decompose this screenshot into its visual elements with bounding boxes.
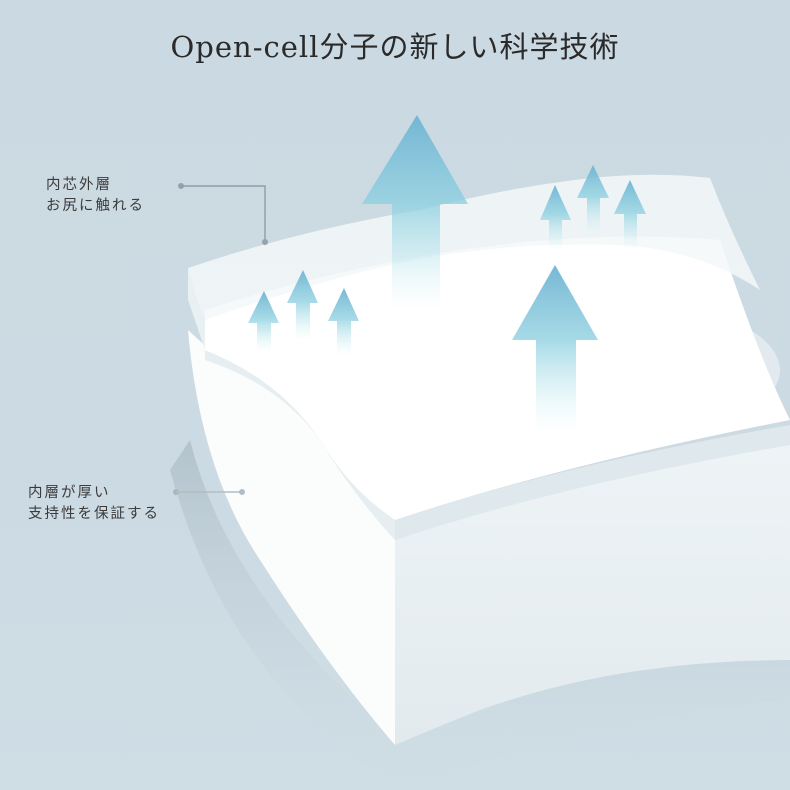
airflow-arrow-large-2	[512, 265, 598, 430]
callout-leader-inner-layer	[173, 489, 245, 495]
inner-layer-left-face	[188, 330, 395, 745]
callout-outer-layer: 内芯外層 お尻に触れる	[46, 175, 145, 217]
callout-outer-layer-line2: お尻に触れる	[46, 198, 145, 214]
callout-leader-outer-layer	[178, 183, 268, 245]
callout-outer-layer-line1: 内芯外層	[46, 177, 112, 193]
page-title: Open-cell分子の新しい科学技術	[170, 30, 620, 64]
callout-inner-layer-line2: 支持性を保証する	[28, 506, 160, 522]
airflow-arrow-small-group-right	[540, 165, 646, 250]
callout-inner-layer: 内層が厚い 支持性を保証する	[28, 483, 160, 525]
pad-shadow	[170, 440, 790, 790]
middle-layer-band	[395, 425, 790, 540]
airflow-arrow-large-1	[362, 115, 468, 310]
airflow-arrow-small-group-left	[248, 270, 359, 355]
callout-inner-layer-line1: 内層が厚い	[28, 485, 111, 501]
inner-layer-right-face	[395, 440, 790, 745]
